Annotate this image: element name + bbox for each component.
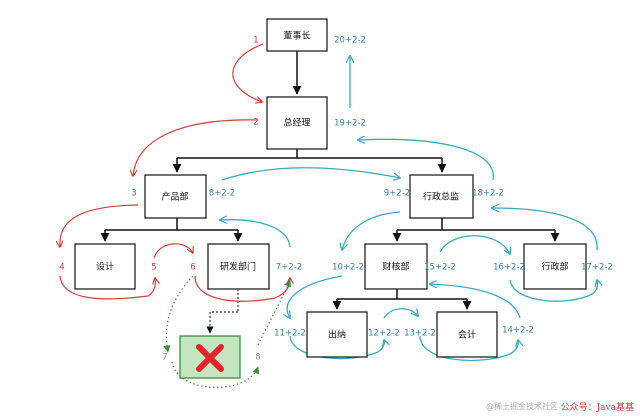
green-arrow-7-8 [171,361,260,388]
blue-traversal-arrows [220,56,598,362]
step-label-7: 7 [162,353,167,363]
step-label-20: 20+2-2 [334,36,366,46]
step-label-13: 13+2-2 [404,329,436,339]
blue-arrow-13-14 [419,335,518,362]
node-accounting: 会计 [436,311,498,358]
node-cashier-label: 出纳 [328,329,346,341]
blue-arrow-15-16 [439,235,510,254]
blue-arrow-18-19 [358,139,494,181]
blue-arrow-17-18 [492,208,598,251]
blue-arrow-8-9 [221,167,400,180]
blue-arrow-12-13 [383,309,418,319]
step-label-4: 4 [59,263,64,273]
step-label-1: 1 [253,36,258,46]
red-arrow-5-6 [153,243,193,259]
node-accounting-label: 会计 [458,329,476,341]
step-label-7b: 7+2-2 [276,263,302,273]
step-label-14: 14+2-2 [502,326,534,336]
node-design-label: 设计 [96,261,114,273]
red-traversal-arrows [59,43,290,302]
blue-arrow-9-10 [342,211,401,250]
node-chairman: 董事长 [266,18,328,52]
removed-node [179,335,241,379]
node-design: 设计 [74,243,136,290]
node-finance-label: 财核部 [382,261,409,273]
step-labels: 1 2 3 4 5 6 7 8 7+2-2 8+2-2 9+2-2 10+2-2… [59,36,613,363]
blue-arrow-16-17 [509,280,597,302]
step-label-2: 2 [253,118,258,128]
tree-connectors [100,51,560,334]
watermark-blog: @稀土掘金技术社区 [486,402,558,411]
blue-arrow-11-12 [289,335,384,360]
step-label-5: 5 [151,263,156,273]
red-arrow-1-2 [232,43,263,102]
blue-arrow-10-11 [287,275,343,318]
red-x-icon [196,344,224,372]
step-label-8b: 8+2-2 [209,189,235,199]
step-label-6: 6 [190,263,195,273]
step-label-17: 17+2-2 [581,263,613,273]
step-label-19: 19+2-2 [334,119,366,129]
node-gm-label: 总经理 [283,117,310,129]
node-rnd-label: 研发部门 [220,261,256,273]
node-admin-director-label: 行政总监 [423,191,459,203]
watermark-account: 公众号：Java基基 [560,403,634,413]
node-cashier: 出纳 [306,311,368,358]
node-gm: 总经理 [266,96,328,150]
blue-arrow-7-8 [220,220,291,248]
step-label-15: 15+2-2 [424,263,456,273]
red-arrow-3-4 [60,204,139,247]
step-label-8: 8 [255,353,260,363]
node-product: 产品部 [144,174,207,219]
step-label-16: 16+2-2 [493,263,525,273]
step-label-3: 3 [131,189,136,199]
node-admin-director: 行政总监 [409,174,474,219]
node-rnd: 研发部门 [207,243,270,290]
red-arrow-4-5 [59,275,155,300]
step-label-18: 18+2-2 [472,189,504,199]
step-label-12: 12+2-2 [368,329,400,339]
step-label-11: 11+2-2 [274,329,306,339]
green-removed-arrows [163,275,291,388]
node-admin-dept-label: 行政部 [541,261,568,273]
blue-arrow-14-15 [430,284,521,319]
red-arrow-2-3 [133,119,259,176]
node-chairman-label: 董事长 [283,30,310,42]
step-label-10: 10+2-2 [332,263,364,273]
node-admin-dept: 行政部 [523,243,587,290]
node-product-label: 产品部 [161,191,188,203]
step-label-9: 9+2-2 [384,189,410,199]
node-finance: 财核部 [364,243,428,290]
